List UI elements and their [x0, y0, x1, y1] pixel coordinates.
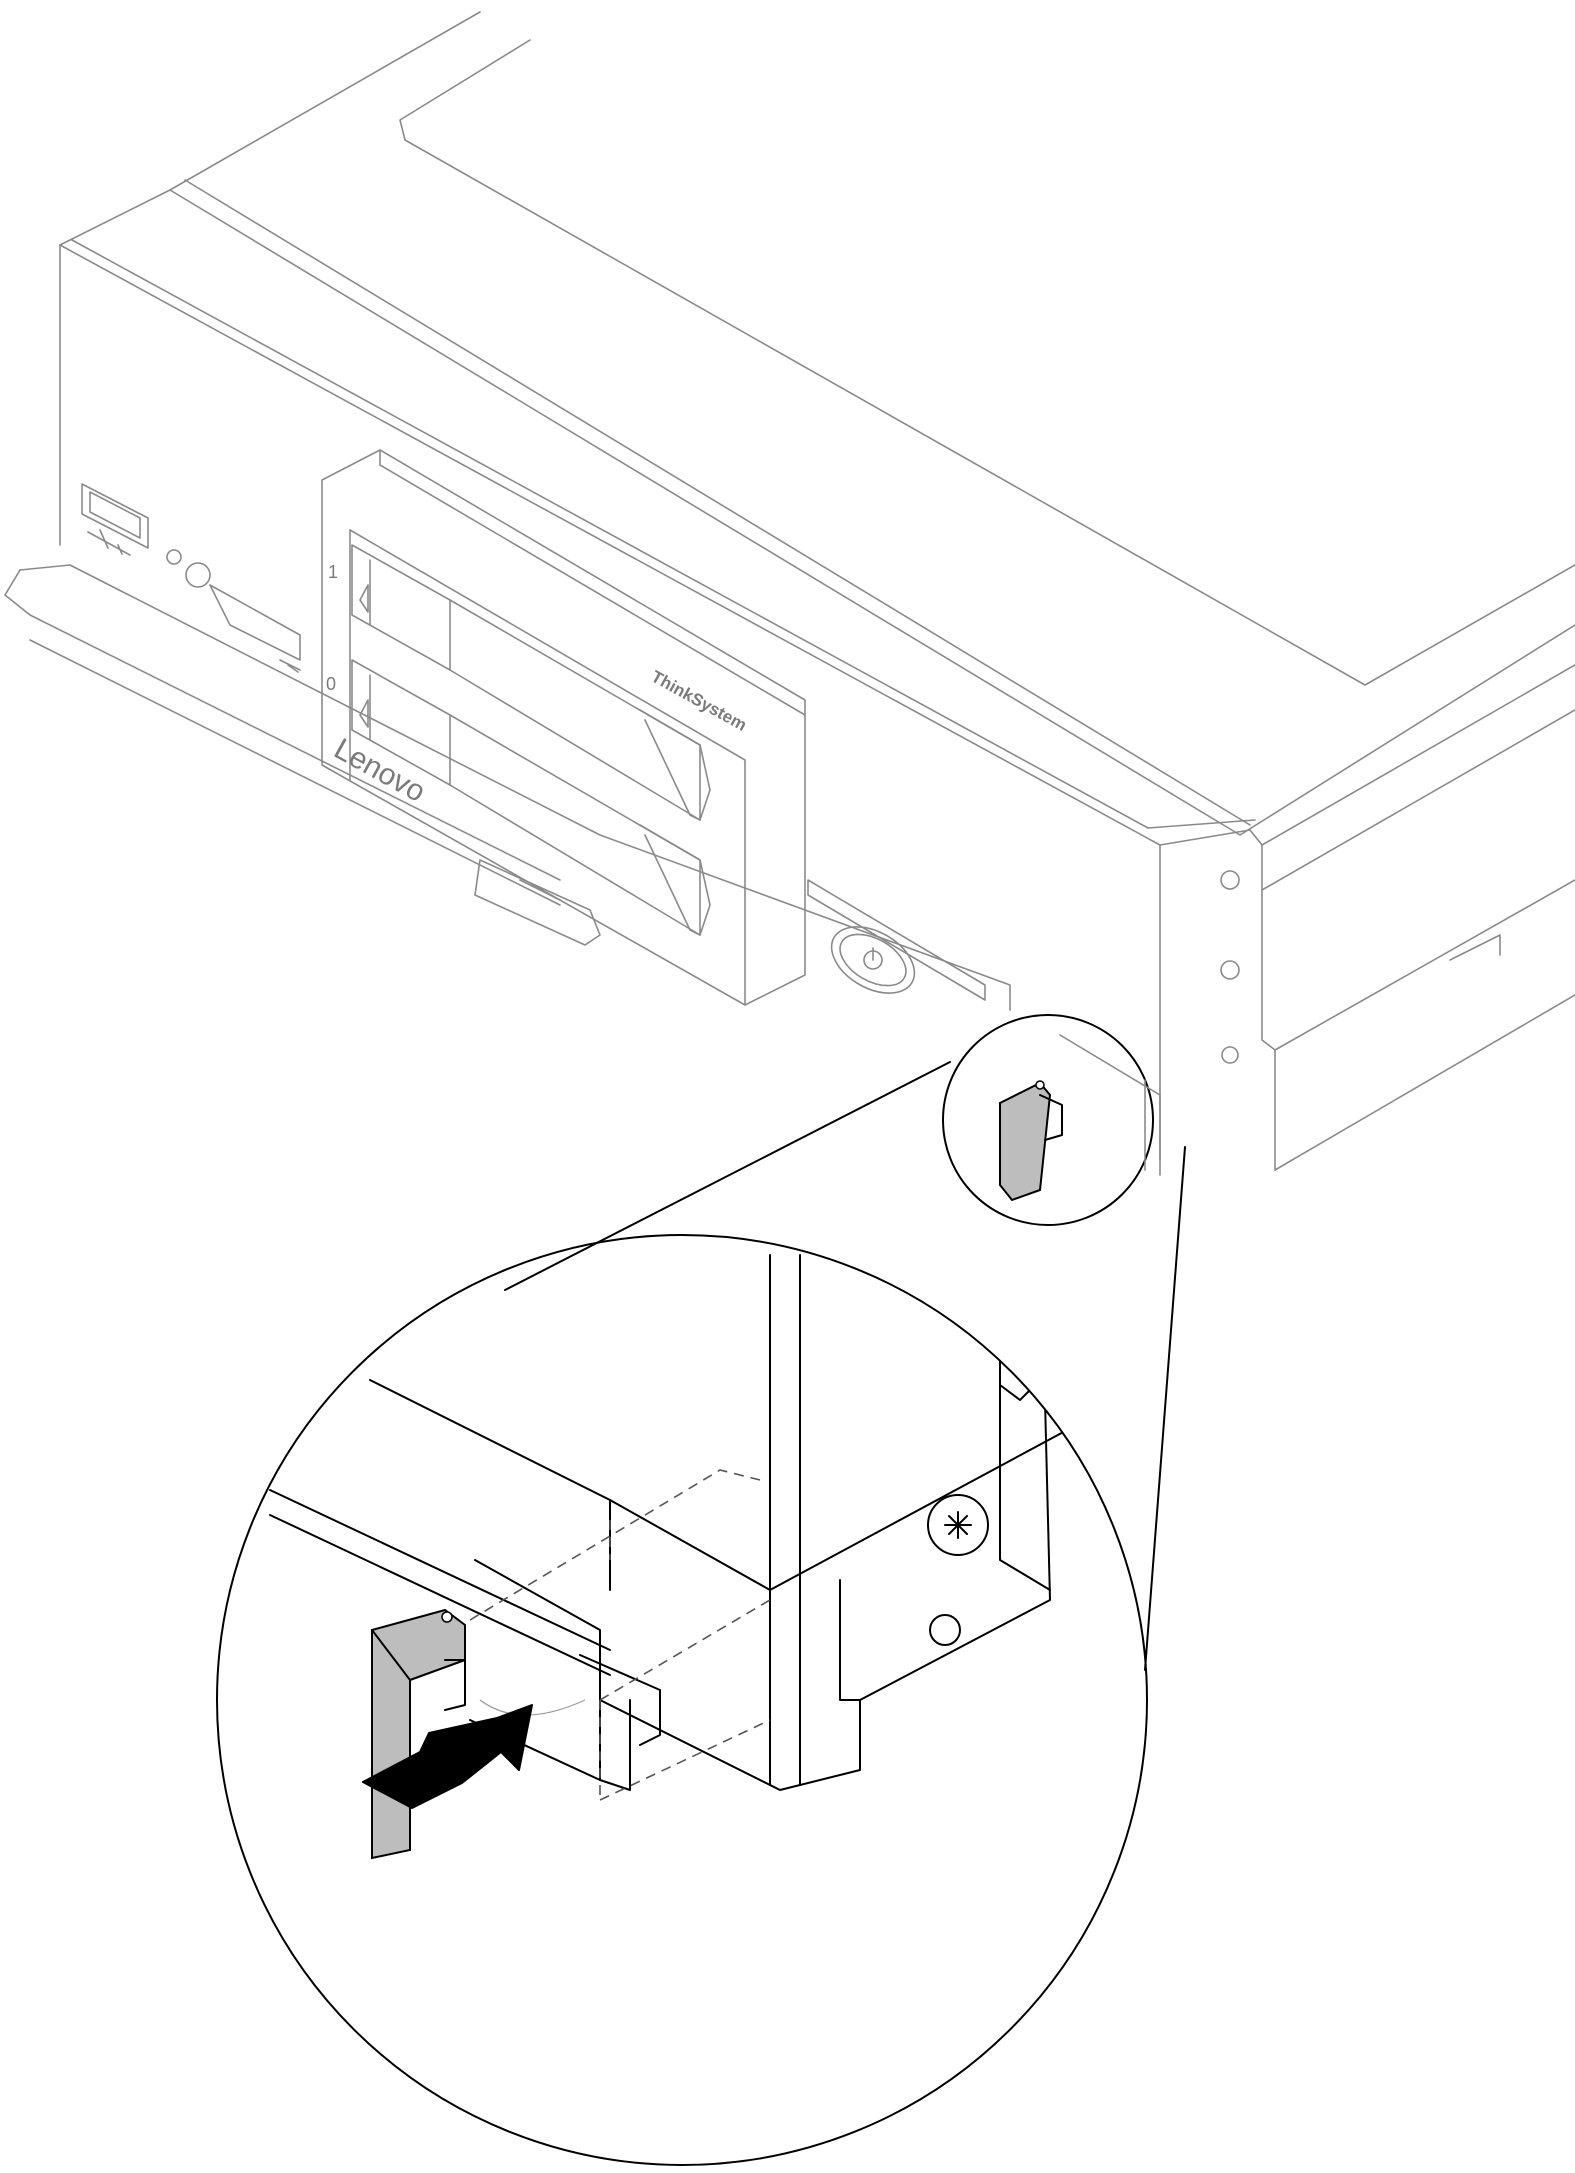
- power-button-icon: [863, 947, 883, 970]
- indicator-led-icon: [166, 549, 182, 565]
- chassis: [4, 11, 1575, 1176]
- push-arrow-icon: [362, 1704, 533, 1809]
- screw-icon: [927, 1494, 989, 1556]
- screw-hole-icon: [929, 1614, 961, 1646]
- drive-cage: 1 0 Lenovo ThinkSystem: [321, 449, 806, 1006]
- screw-icon: [185, 562, 211, 588]
- detail-callout-large: [216, 1234, 1148, 2166]
- callout-line-left: [504, 1061, 951, 1291]
- bay-number-zero-label: 0: [326, 674, 336, 694]
- detail-callout-small: [942, 1014, 1161, 1226]
- front-panel: 1 0 Lenovo ThinkSystem: [81, 449, 986, 1006]
- usb-icon: [87, 529, 131, 556]
- release-handle-small: [999, 1081, 1052, 1202]
- callout-line-right: [1144, 1146, 1186, 1671]
- kvm-connector: [209, 584, 301, 661]
- power-button: [807, 879, 986, 1001]
- bay-number-label: 1: [328, 562, 338, 582]
- usb-port: [81, 483, 149, 549]
